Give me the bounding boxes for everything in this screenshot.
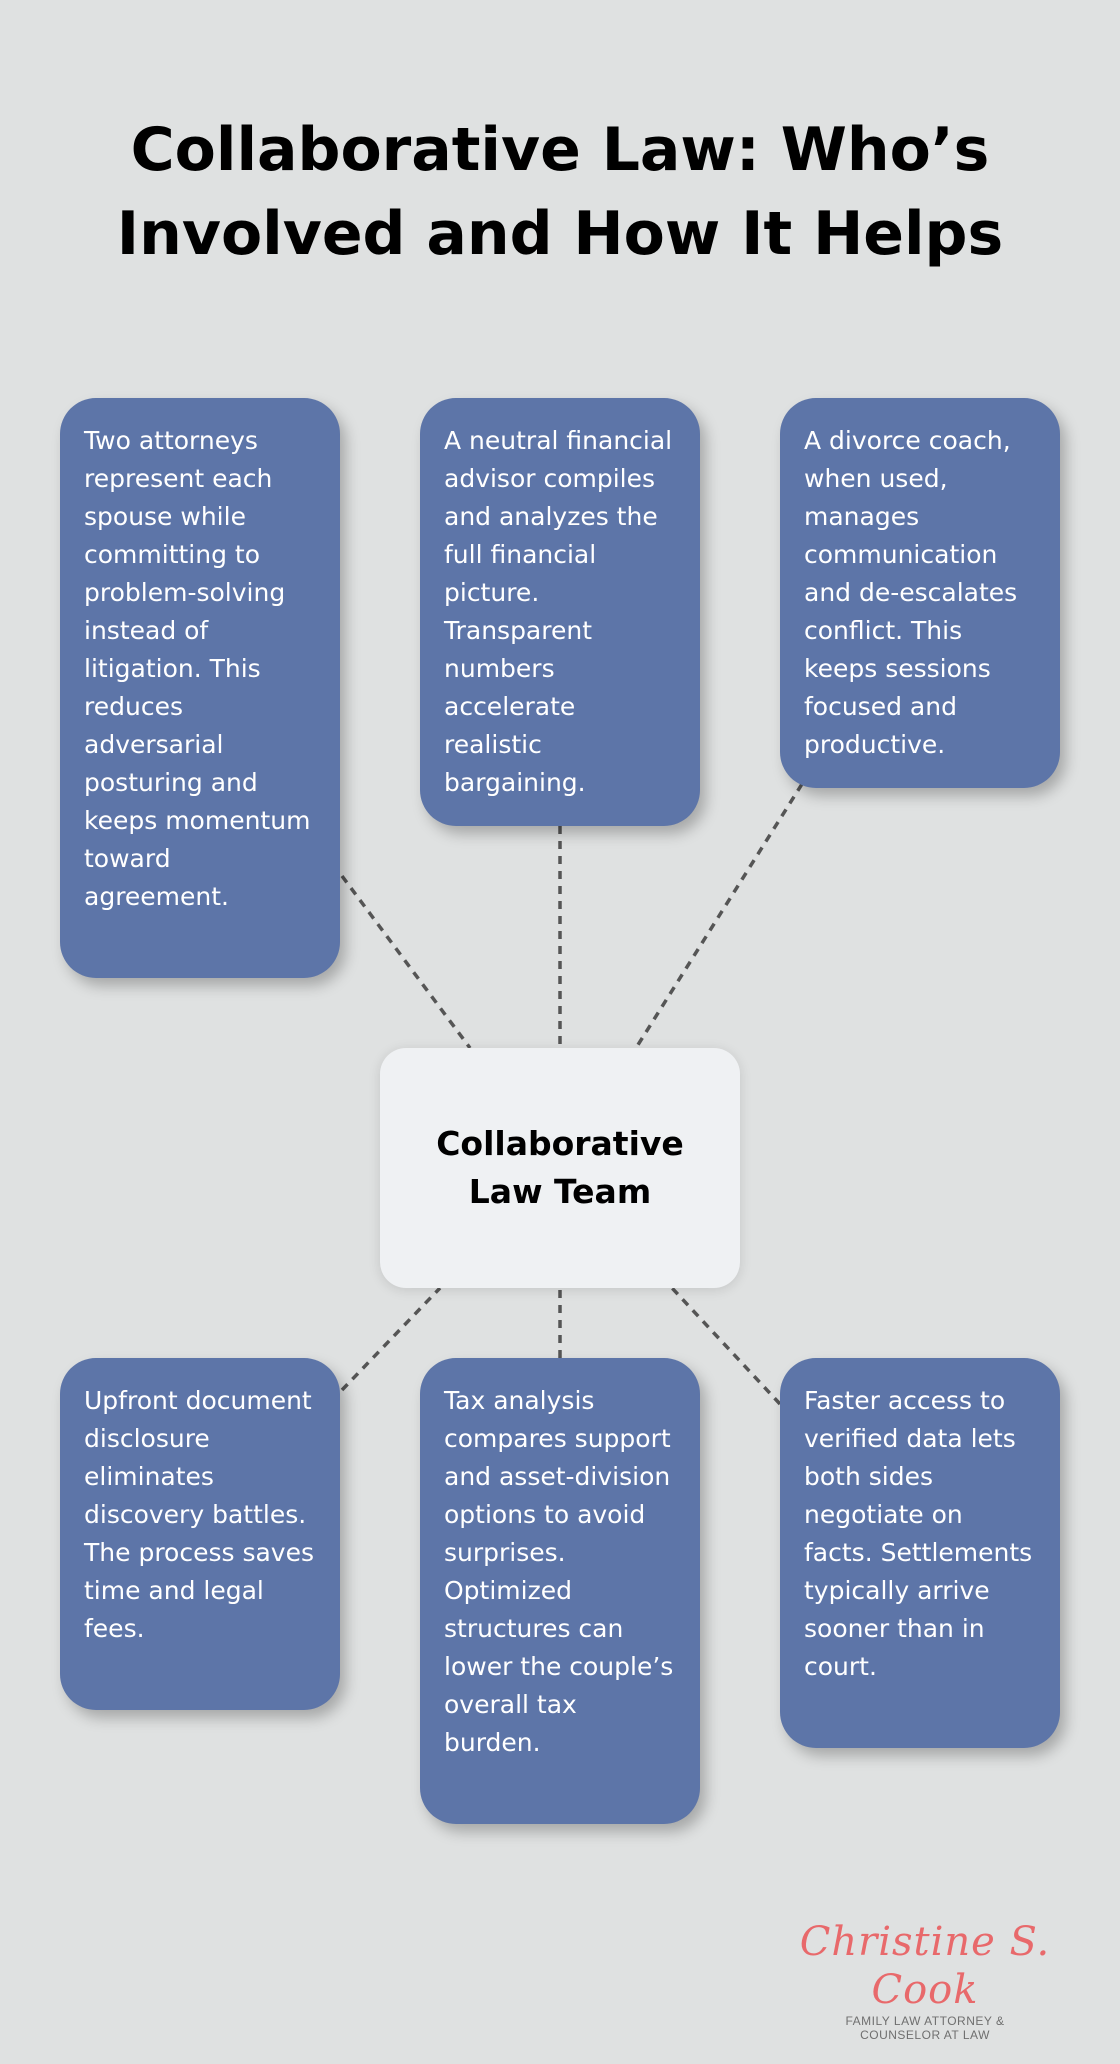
attorneys-box: Two attorneys represent each spouse whil… [60,398,340,978]
document-disclosure-text: Upfront document disclosure eliminates d… [84,1386,315,1643]
financial-advisor-text: A neutral financial advisor compiles and… [444,426,673,797]
center-node-label: Collaborative Law Team [436,1124,684,1211]
logo-subtitle: FAMILY LAW ATTORNEY & COUNSELOR AT LAW [845,2014,1005,2042]
faster-access-text: Faster access to verified data lets both… [804,1386,1033,1681]
connector-faster-access [670,1286,782,1406]
tax-analysis-text: Tax analysis compares support and asset-… [444,1386,674,1757]
document-disclosure-box: Upfront document disclosure eliminates d… [60,1358,340,1710]
tax-analysis-box: Tax analysis compares support and asset-… [420,1358,700,1824]
divorce-coach-box: A divorce coach, when used, manages comm… [780,398,1060,788]
divorce-coach-text: A divorce coach, when used, manages comm… [804,426,1018,759]
connector-attorneys [340,874,472,1050]
financial-advisor-box: A neutral financial advisor compiles and… [420,398,700,826]
center-node: Collaborative Law Team [380,1048,740,1288]
brand-logo: Christine S. Cook FAMILY LAW ATTORNEY & … [780,1918,1070,2042]
connector-divorce-coach [634,783,804,1049]
faster-access-box: Faster access to verified data lets both… [780,1358,1060,1748]
logo-signature: Christine S. Cook [799,1919,1051,2013]
attorneys-text: Two attorneys represent each spouse whil… [84,426,311,911]
page-title: Collaborative Law: Who’s Involved and Ho… [116,115,1004,269]
